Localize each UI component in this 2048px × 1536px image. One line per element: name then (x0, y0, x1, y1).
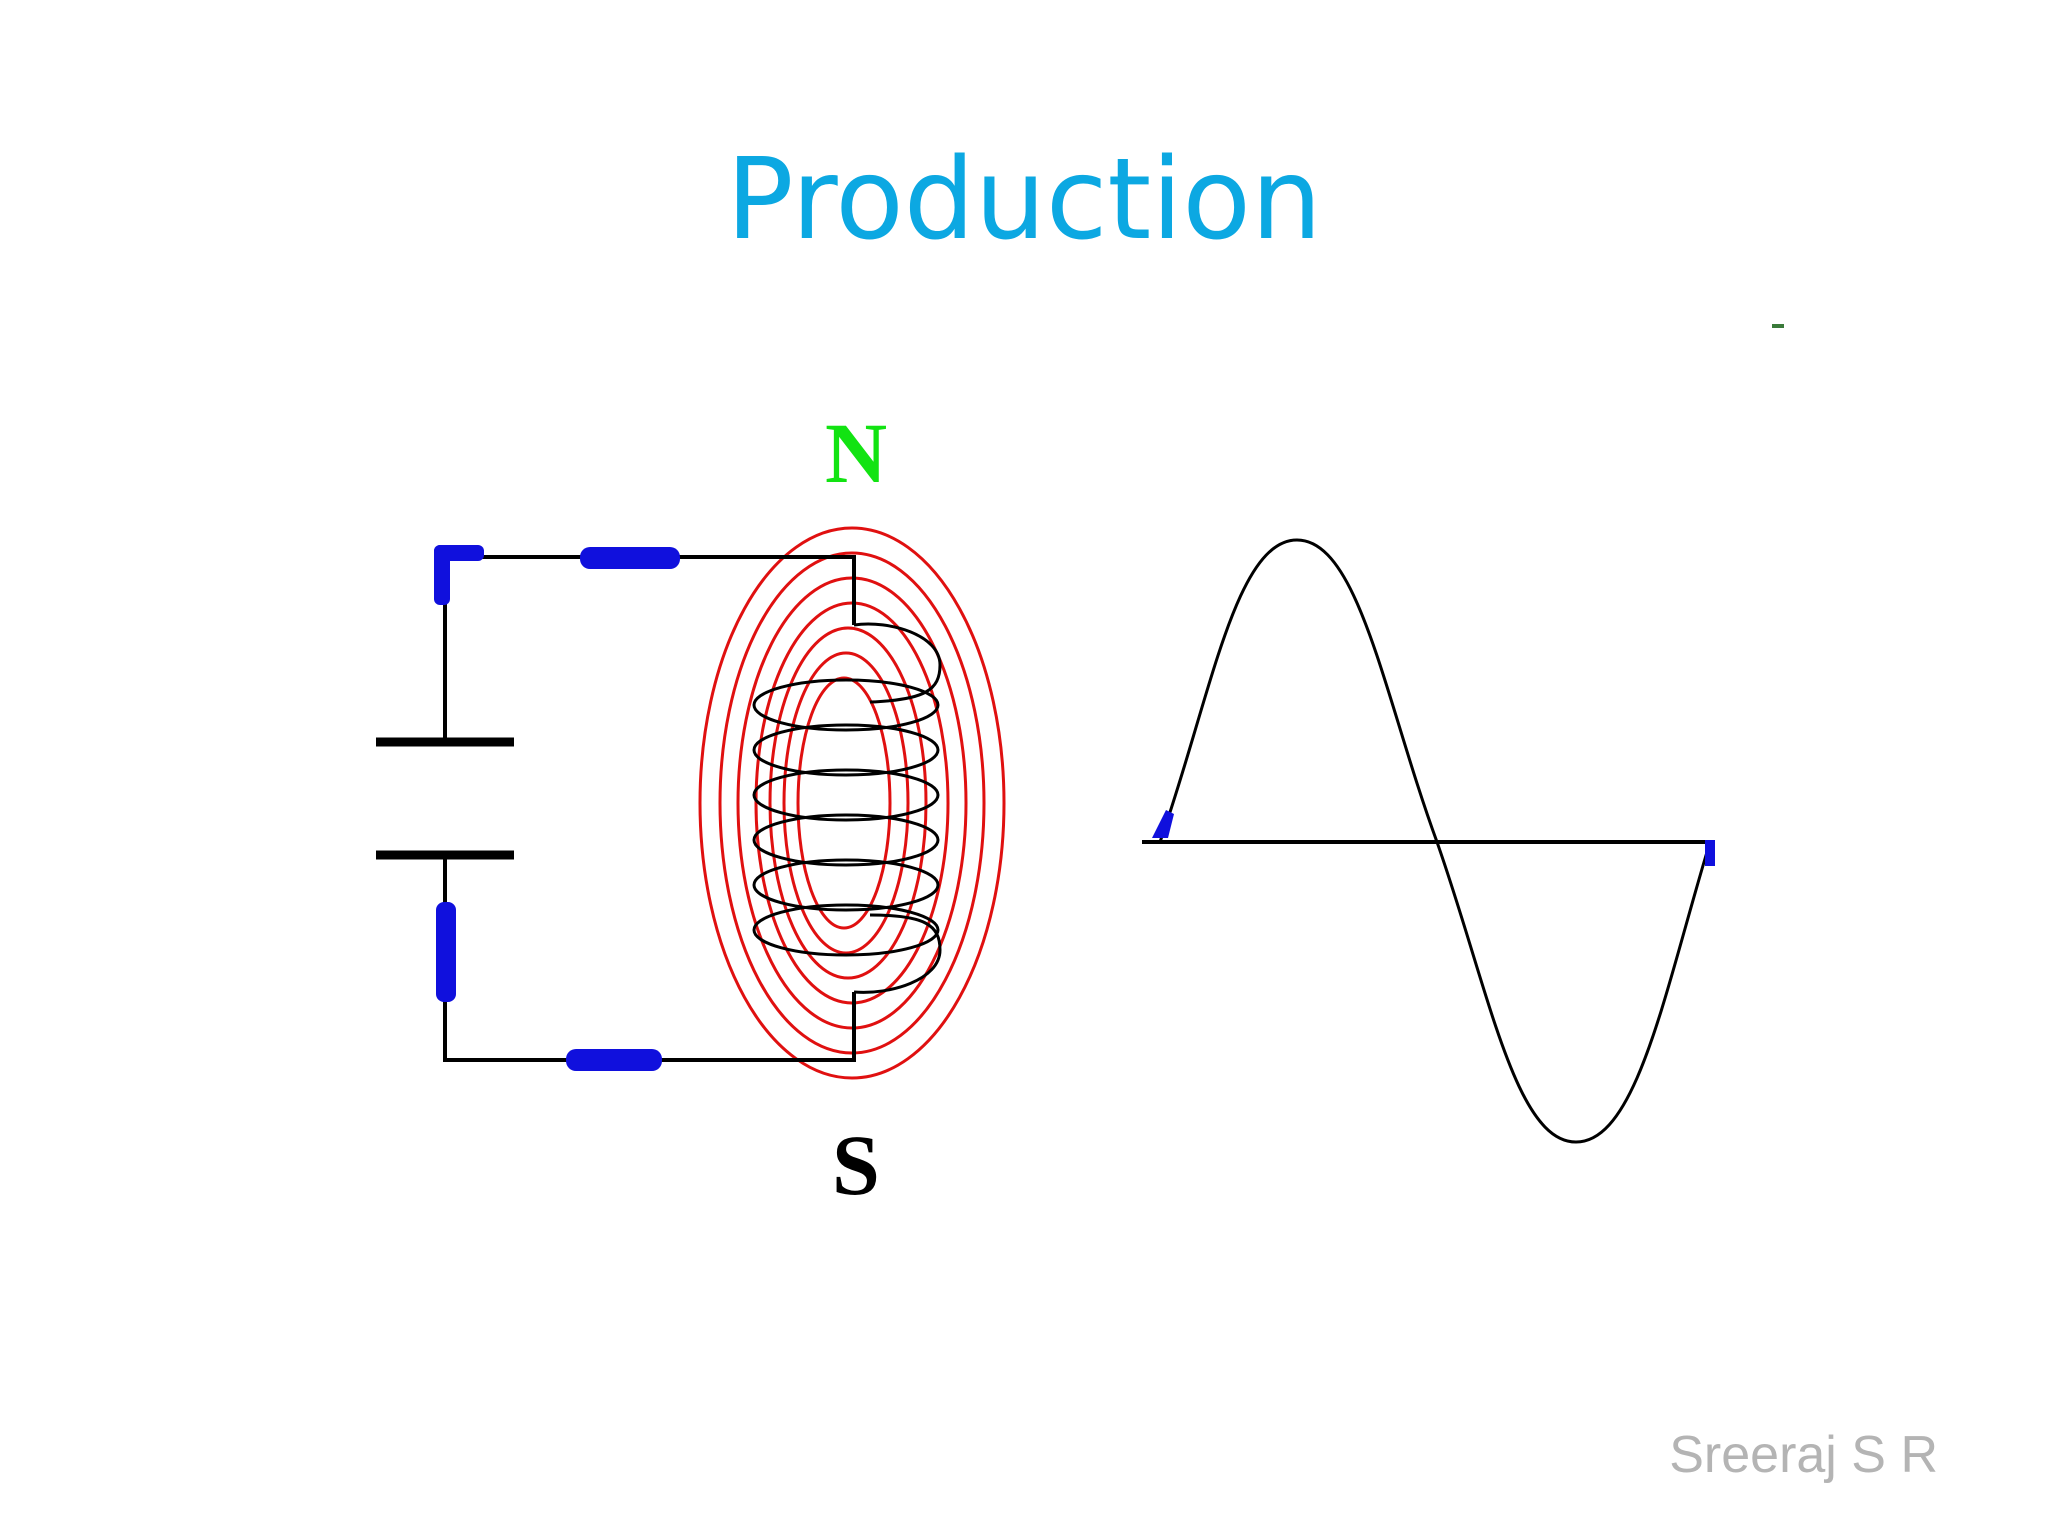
south-pole-label: S (832, 1117, 880, 1213)
coil-turn (752, 858, 940, 912)
current-marker (566, 1049, 662, 1071)
slide-title: Production (726, 135, 1322, 265)
coil-turn (752, 723, 940, 777)
field-loop (768, 626, 928, 980)
field-loop (698, 526, 1006, 1080)
current-marker (434, 545, 450, 605)
coil-turn (752, 813, 940, 867)
sine-waveform (1142, 538, 1715, 1144)
current-marker (580, 547, 680, 569)
stray-dot (1772, 324, 1784, 328)
coil-lead-top (853, 622, 942, 704)
coil-turn (752, 903, 940, 957)
coil (752, 622, 942, 994)
coil-turn (752, 678, 940, 732)
battery (376, 737, 514, 860)
circuit-wire (443, 555, 856, 1062)
current-marker (1705, 840, 1715, 866)
current-marker (436, 902, 456, 1002)
current-marker (1152, 810, 1174, 838)
waveform-curve (1158, 538, 1712, 1144)
field-loop (796, 676, 892, 930)
field-loop (782, 651, 910, 955)
coil-turn (752, 768, 940, 822)
author-credit: Sreeraj S R (1669, 1426, 1938, 1484)
north-pole-label: N (825, 405, 888, 501)
coil-lead-bottom (853, 913, 942, 994)
current-markers (434, 545, 680, 1071)
top-wire (443, 555, 856, 742)
